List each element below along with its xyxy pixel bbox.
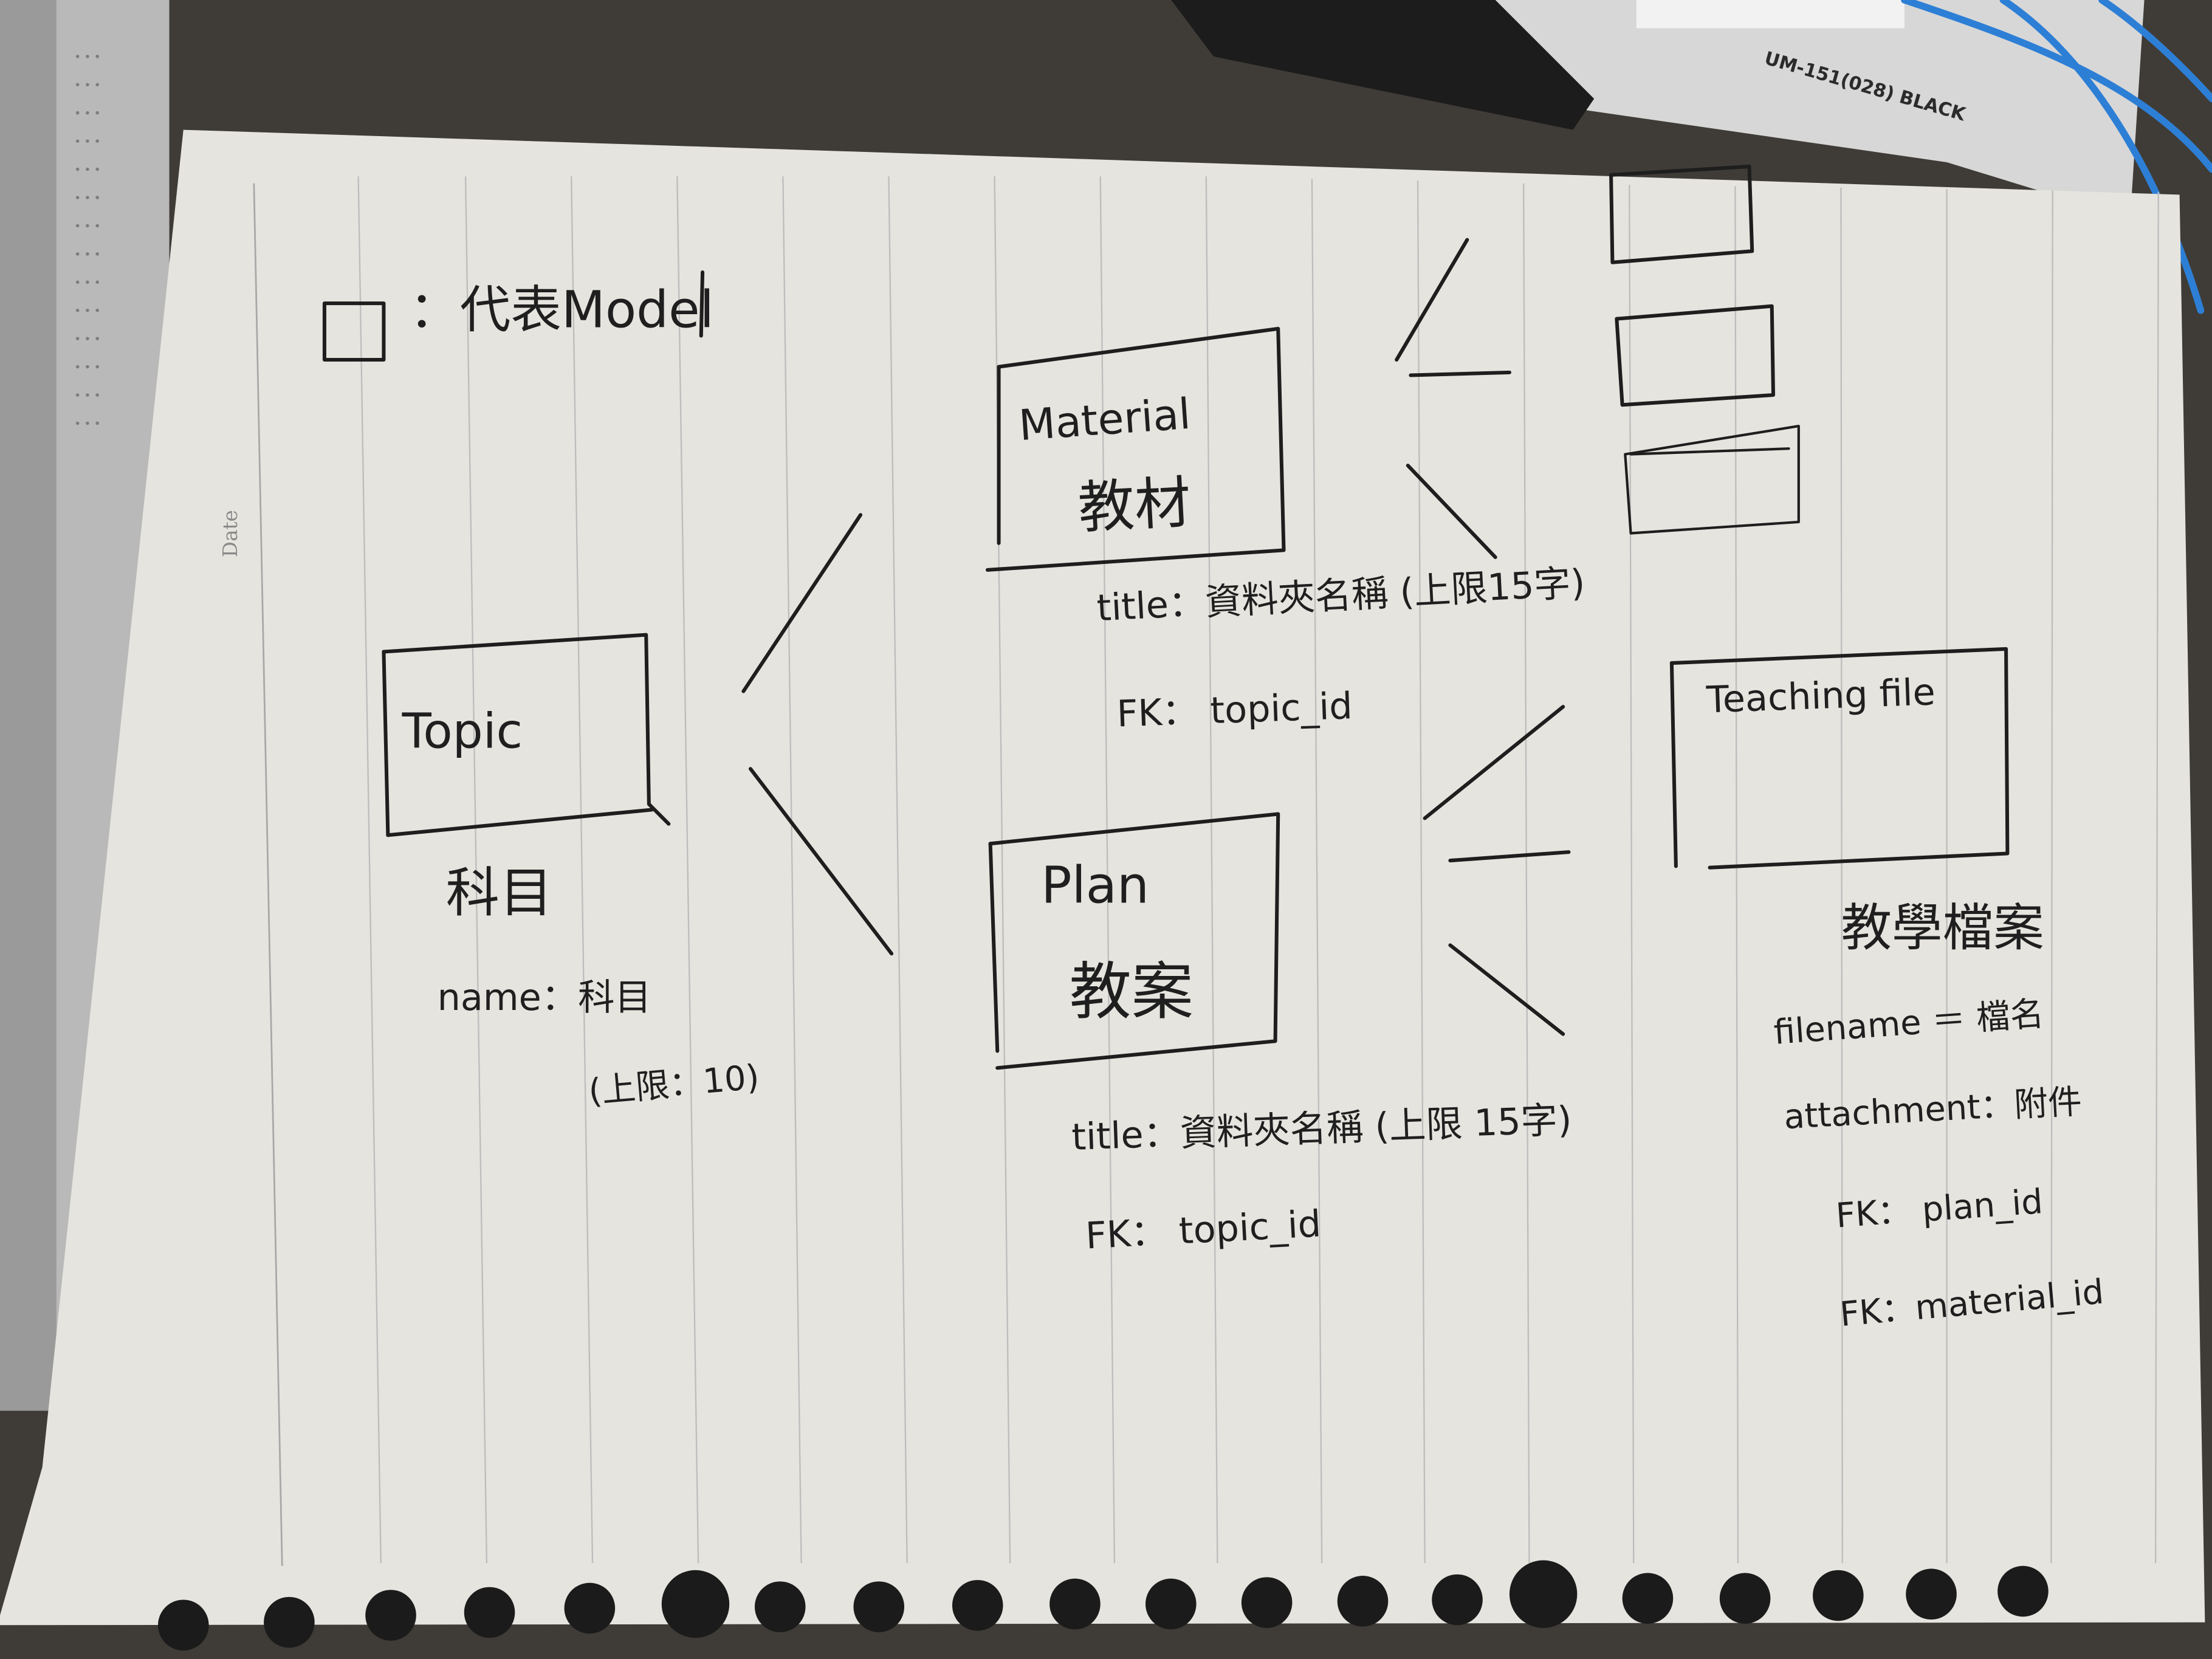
date-label: Date bbox=[219, 510, 242, 557]
plan-fork-top bbox=[1423, 705, 1565, 820]
stacked-model-boxes bbox=[1609, 164, 1800, 535]
stack-box-3 bbox=[1624, 424, 1800, 535]
relationship-lines bbox=[741, 238, 1571, 1036]
material-fork-bottom bbox=[1406, 464, 1497, 559]
topic-model-box: Topic bbox=[382, 633, 671, 837]
material-model-box: Material bbox=[985, 326, 1286, 572]
punched-holes bbox=[158, 1560, 2049, 1651]
blue-cable bbox=[1901, 0, 2212, 314]
teaching-file-model-box: Teaching file bbox=[1669, 647, 2010, 870]
paper-sheet bbox=[0, 129, 2205, 1626]
pen: UM-151(028) BLACK bbox=[1170, 0, 2145, 219]
material-fork-top bbox=[1395, 238, 1469, 362]
plan-chinese-name: 教案 bbox=[1070, 956, 1194, 1028]
topic-chinese-name: 科目 bbox=[446, 862, 553, 924]
stack-box-2 bbox=[1615, 304, 1776, 407]
material-chinese-name: 教材 bbox=[1076, 470, 1192, 541]
teaching-file-box-outline bbox=[1669, 647, 2010, 870]
teaching-file-title: Teaching file bbox=[1705, 671, 1936, 721]
plan-box-outline bbox=[988, 812, 1280, 1070]
material-fork-middle bbox=[1409, 370, 1511, 377]
legend-model-stroke bbox=[699, 270, 705, 338]
topic-to-material-line bbox=[741, 513, 863, 693]
plan-title: Plan bbox=[1041, 856, 1149, 915]
notebook-spine bbox=[0, 0, 57, 1411]
plan-fork-bottom bbox=[1448, 943, 1565, 1036]
topic-to-plan-line bbox=[748, 767, 894, 956]
material-field-fk: FK： topic_id bbox=[1116, 685, 1353, 735]
plan-fork-middle bbox=[1448, 850, 1571, 863]
ruled-lines bbox=[253, 176, 2159, 1566]
stack-box-1 bbox=[1609, 164, 1754, 264]
legend-text: ：代表Model bbox=[409, 280, 714, 340]
teaching-file-chinese-name: 教學檔案 bbox=[1841, 898, 2044, 957]
topic-field-name: name：科目 bbox=[438, 977, 651, 1019]
legend-model-symbol bbox=[322, 301, 386, 362]
plan-model-box: Plan bbox=[988, 812, 1280, 1070]
spine-dot-pattern bbox=[75, 55, 99, 425]
legend: ：代表Model bbox=[322, 270, 714, 362]
material-title: Material bbox=[1017, 390, 1192, 451]
material-box-outline bbox=[985, 326, 1286, 572]
topic-title: Topic bbox=[402, 703, 523, 759]
